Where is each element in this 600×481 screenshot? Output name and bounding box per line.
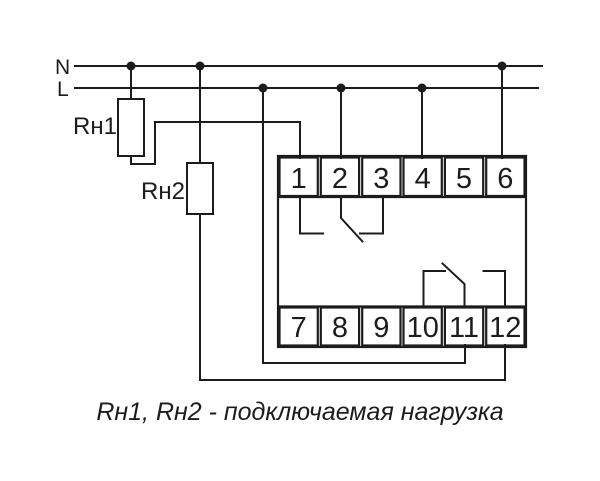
terminal-label-11: 11 [449, 312, 479, 344]
terminal-label-5: 5 [456, 163, 472, 195]
junction-dot-l-terminal2 [336, 83, 346, 93]
terminal-box-9 [361, 306, 402, 347]
terminal-label-1: 1 [291, 163, 307, 195]
neutral-bus-label: N [55, 56, 70, 79]
junction-dot-n-rn1 [126, 61, 136, 71]
terminal-box-7 [278, 306, 319, 347]
rn1-load-label: Rн1 [73, 113, 117, 140]
terminal-box-2 [319, 156, 361, 198]
rn1-resistor-symbol [117, 98, 145, 157]
junction-dot-l-terminal4 [417, 83, 427, 93]
terminal-box-5 [443, 156, 485, 198]
terminal-box-1 [278, 156, 319, 198]
live-bus-label: L [57, 78, 69, 101]
junction-dot-n-rn2 [195, 61, 205, 71]
wire-rn2-to-terminal12 [199, 213, 506, 381]
terminal-box-6 [485, 156, 526, 198]
terminal-box-4 [402, 156, 443, 198]
rn2-load-label: Rн2 [141, 178, 185, 205]
wires [74, 65, 543, 381]
relay-body [276, 154, 528, 349]
junction-dot-n-terminal6 [497, 61, 507, 71]
contact1-blade-from-terminal2 [340, 196, 364, 243]
rn2-resistor-symbol [186, 162, 214, 215]
terminal-label-6: 6 [497, 163, 513, 195]
terminal-box-3 [361, 156, 402, 198]
terminal-label-10: 10 [407, 312, 439, 344]
contact1-fixed-from-terminal1 [299, 196, 324, 235]
terminal-box-12 [485, 306, 526, 347]
terminal-label-9: 9 [373, 312, 389, 344]
wire-rn1-to-terminal1 [130, 121, 301, 165]
terminal-label-4: 4 [415, 163, 431, 195]
terminal-box-10 [402, 306, 443, 347]
terminal-label-8: 8 [332, 312, 348, 344]
diagram-text: N L Rн1 Rн2 1 2 3 4 5 6 7 8 9 10 11 12 R… [55, 56, 521, 426]
junction-dots [126, 61, 507, 93]
terminal-label-2: 2 [332, 163, 348, 195]
contact1-fixed-from-terminal3 [359, 196, 384, 235]
junction-dot-l-terminal11 [258, 83, 268, 93]
relay-contacts [299, 196, 506, 307]
contact2-blade-from-terminal11 [441, 262, 466, 307]
terminal-box-8 [319, 306, 361, 347]
wire-l-to-terminal11 [262, 87, 466, 364]
terminal-label-3: 3 [373, 163, 389, 195]
contact2-fixed-from-terminal12 [482, 270, 506, 307]
terminal-box-11 [443, 306, 485, 347]
contact2-fixed-from-terminal10 [422, 270, 446, 307]
terminal-label-7: 7 [291, 312, 307, 344]
terminal-label-12: 12 [489, 312, 521, 344]
caption: Rн1, Rн2 - подключаемая нагрузка [96, 398, 503, 426]
relay-outline [276, 154, 528, 349]
